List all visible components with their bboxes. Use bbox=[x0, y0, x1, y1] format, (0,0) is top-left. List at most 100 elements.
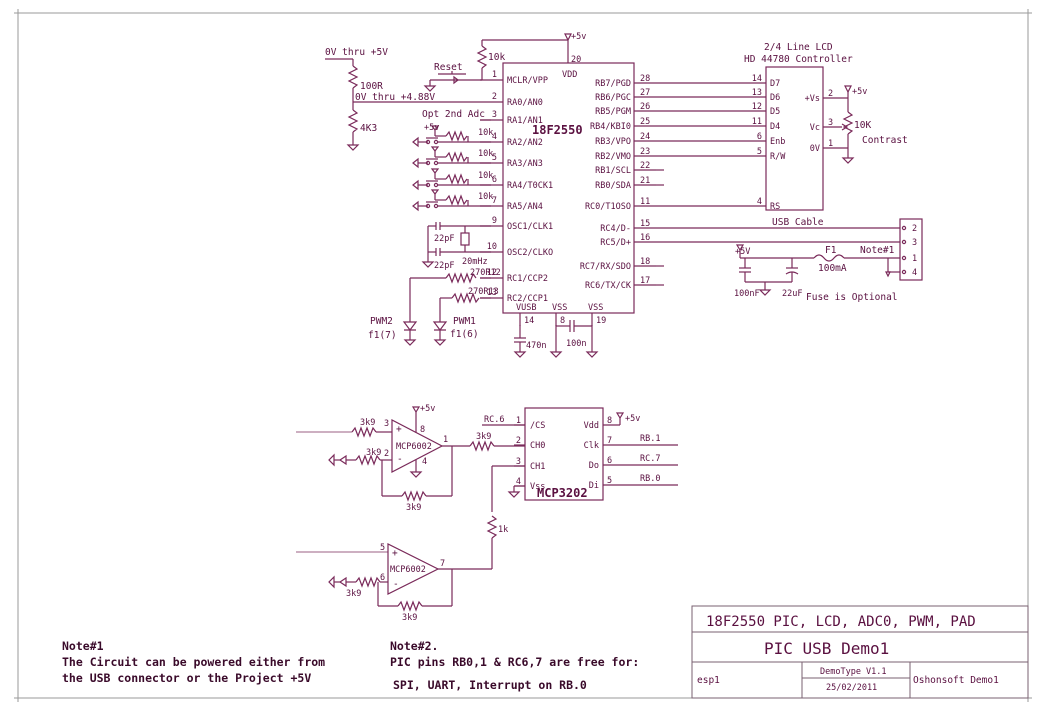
mcu-pin-name: RA5/AN4 bbox=[507, 202, 543, 212]
adc-net-3: RB.0 bbox=[640, 474, 660, 484]
switch-pullup-value: 10k bbox=[478, 149, 493, 159]
input-range-2: 0V thru +4.88V bbox=[355, 92, 435, 103]
opamp-top-minus: - bbox=[397, 454, 403, 465]
pwm1-label: PWM1 bbox=[453, 316, 476, 327]
mcu-pin-number: 14 bbox=[524, 316, 534, 326]
mcu-pin-number: 21 bbox=[640, 176, 650, 186]
opamp-bottom-pin-n: 6 bbox=[380, 573, 385, 583]
r10k-mclr-label: 10k bbox=[488, 52, 505, 63]
title-subtitle: 18F2550 PIC, LCD, ADC0, PWM, PAD bbox=[706, 614, 976, 630]
adc-pin-number: 7 bbox=[607, 436, 612, 446]
opamp-top-supply: +5v bbox=[420, 404, 435, 414]
mcu-pin-number: 15 bbox=[640, 219, 650, 229]
opamp-top-pin-out: 1 bbox=[443, 435, 448, 445]
lcd-pin-number: 12 bbox=[752, 102, 762, 112]
mcu-body bbox=[502, 62, 635, 314]
lcd-body bbox=[765, 66, 824, 211]
usb-pin-number: 4 bbox=[912, 268, 917, 278]
mcu-pin-name: RA3/AN3 bbox=[507, 159, 543, 169]
r4k3-label: 4K3 bbox=[360, 123, 377, 134]
mcu-decoupling: 470n 100n bbox=[513, 320, 599, 358]
analog-input-network: 0V thru +5V 100R 0V thru +4.88V 4K3 bbox=[325, 47, 480, 151]
title-file: esp1 bbox=[697, 675, 720, 686]
mcu-pin-name: RC7/RX/SDO bbox=[580, 262, 631, 272]
mcu-pin-number: 23 bbox=[640, 147, 650, 157]
opamp-bottom-pin-out: 7 bbox=[440, 559, 445, 569]
mcu-pin-number: 1 bbox=[492, 70, 497, 80]
mcu-pin-name: RC2/CCP1 bbox=[507, 294, 548, 304]
pwm1-freq: f1(6) bbox=[450, 329, 479, 340]
mcu-pin-number: 10 bbox=[487, 242, 497, 252]
note1-title: Note#1 bbox=[62, 639, 104, 653]
c100-label: 100n bbox=[566, 339, 586, 349]
reset-circuit: 10k Reset bbox=[423, 39, 568, 92]
adc-pin-number: 1 bbox=[516, 416, 521, 426]
adc-pin-name: /CS bbox=[530, 421, 545, 431]
r-out-top: 3k9 bbox=[476, 432, 491, 442]
r100-label: 100R bbox=[360, 81, 383, 92]
opamp-top-plus: + bbox=[396, 424, 402, 435]
lcd-pin-name: D4 bbox=[770, 122, 780, 132]
mcu-pin-number: 18 bbox=[640, 257, 650, 267]
note2-line2: SPI, UART, Interrupt on RB.0 bbox=[393, 678, 587, 692]
opamp-bottom-minus: - bbox=[393, 579, 399, 590]
adc-pin-name: Clk bbox=[584, 441, 599, 451]
usb-pin-number: 3 bbox=[912, 238, 917, 248]
mcu-pin-name: RB4/KBI0 bbox=[590, 122, 631, 132]
lcd-pin-name: RS bbox=[770, 202, 780, 212]
mcu-pin-name: RC1/CCP2 bbox=[507, 274, 548, 284]
adc-body bbox=[524, 407, 604, 501]
mcu-pin-number: 19 bbox=[596, 316, 606, 326]
mcu-vdd-pin: 20 bbox=[571, 55, 581, 65]
pwm2-label: PWM2 bbox=[370, 316, 393, 327]
usb-pin-number: 2 bbox=[912, 224, 917, 234]
lcd-pin-name: D6 bbox=[770, 93, 780, 103]
mcu-pin-name: RA4/T0CK1 bbox=[507, 181, 553, 191]
title-type: DemoType V1.1 bbox=[820, 667, 887, 677]
mcu-vdd-label: VDD bbox=[562, 70, 577, 80]
sheet-border bbox=[17, 12, 1029, 699]
adc-pin-number: 6 bbox=[607, 456, 612, 466]
usb-supply-label: +5V bbox=[735, 247, 750, 257]
lcd-pin-number: 5 bbox=[757, 147, 762, 157]
adc-pin-name: Vdd bbox=[584, 421, 599, 431]
opamp-top-pin-vcc: 8 bbox=[420, 425, 425, 435]
notes: Note#1 The Circuit can be powered either… bbox=[62, 639, 639, 692]
adc-net-1: RB.1 bbox=[640, 434, 660, 444]
adc-part-label: MCP3202 bbox=[537, 486, 588, 500]
lcd-bus-wires bbox=[656, 82, 766, 286]
adc-supply: +5v bbox=[625, 414, 640, 424]
adc-cs-net: RC.6 bbox=[484, 415, 504, 425]
note2-title: Note#2. bbox=[390, 639, 438, 653]
r-fb-top: 3k9 bbox=[406, 503, 421, 513]
fuse-value: 100mA bbox=[818, 263, 847, 274]
adc-pin-number: 2 bbox=[516, 436, 521, 446]
mcu-pin-name: RC6/TX/CK bbox=[585, 281, 632, 291]
mcu-pin-name: RA2/AN2 bbox=[507, 138, 543, 148]
usb-pin-number: 1 bbox=[912, 254, 917, 264]
adc-net-2: RC.7 bbox=[640, 454, 660, 464]
lcd-pin-number: 13 bbox=[752, 88, 762, 98]
mcu-pin-name: RA0/AN0 bbox=[507, 98, 543, 108]
r-in-top: 3k9 bbox=[360, 418, 375, 428]
lcd-pin-number: 2 bbox=[828, 89, 833, 99]
mcu-pin-number: 28 bbox=[640, 74, 650, 84]
usb-pins: 2 3 1 4 bbox=[901, 224, 917, 278]
mcu-pin-number: 13 bbox=[487, 288, 497, 298]
mcu-pin-name: MCLR/VPP bbox=[507, 76, 548, 86]
mcu-pin-name: VUSB bbox=[516, 303, 536, 313]
mcu-pin-number: 9 bbox=[492, 216, 497, 226]
mcu-pin-number: 17 bbox=[640, 276, 650, 286]
mcu-pin-number: 6 bbox=[492, 175, 497, 185]
usb-cap2: 22uF bbox=[782, 289, 802, 299]
lcd-pin-name: D7 bbox=[770, 79, 780, 89]
usb-power-filter: +5V F1 100mA Note#1 100nF 22uF Fuse is O… bbox=[734, 244, 900, 303]
r1k-label: 1k bbox=[498, 525, 508, 535]
adc-pin-number: 5 bbox=[607, 476, 612, 486]
r-fb-bottom: 3k9 bbox=[402, 613, 417, 623]
lcd-pin-name: Enb bbox=[770, 137, 785, 147]
lcd-pin-name: 0V bbox=[810, 144, 820, 154]
